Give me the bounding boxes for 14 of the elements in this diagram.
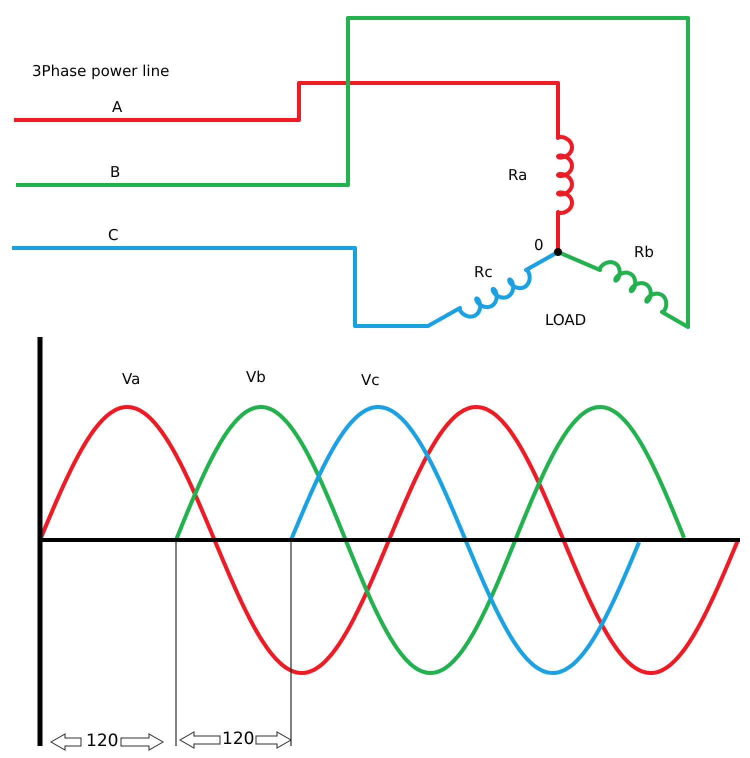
phase-label: B [110, 165, 120, 180]
waveform-label: Vc [361, 373, 380, 388]
phase-label: C [108, 228, 118, 243]
component-label: Rb [634, 245, 654, 260]
node-label: 0 [534, 238, 544, 253]
waveform-label: Va [122, 372, 140, 387]
load-label: LOAD [545, 313, 586, 328]
waveform-label: Vb [246, 370, 266, 385]
line-label: 3Phase power line [32, 64, 170, 79]
component-label: Rc [474, 265, 493, 280]
component-label: Ra [508, 168, 528, 183]
phase-label: A [112, 100, 122, 115]
angle-label: 120 [222, 731, 254, 748]
angle-label: 120 [86, 733, 118, 750]
